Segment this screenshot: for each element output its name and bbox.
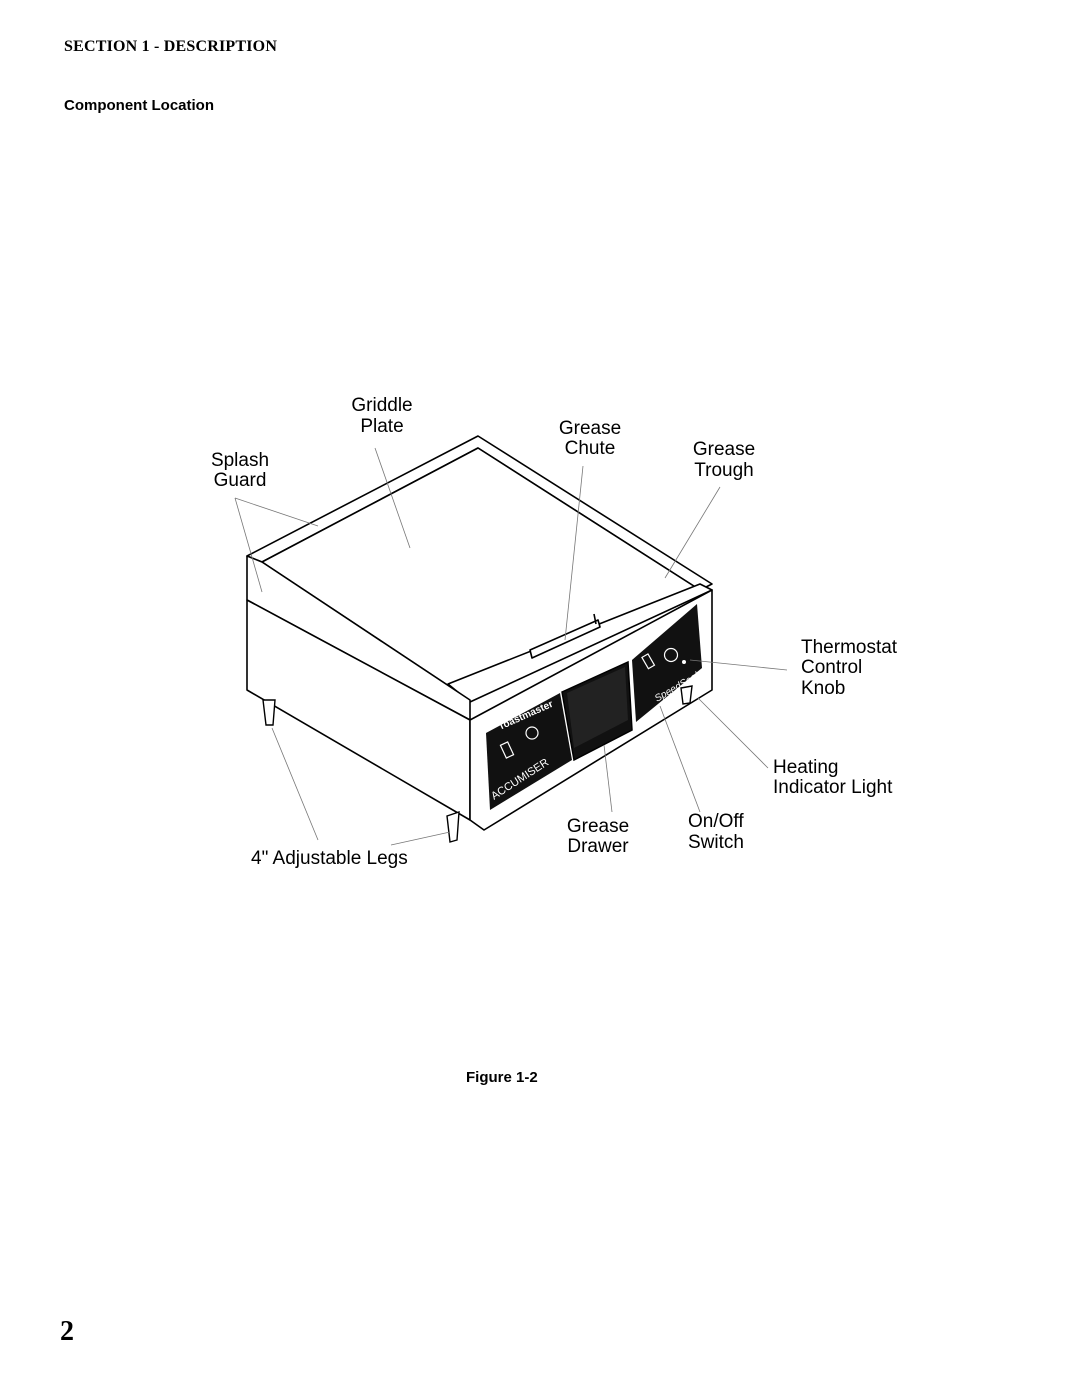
heating-indicator-light [682, 660, 686, 664]
label-grease-chute-2: Chute [565, 438, 616, 459]
leg-back-left [262, 699, 276, 726]
thermostat-knob-right[interactable] [663, 647, 679, 663]
label-adjustable-legs: 4" Adjustable Legs [251, 848, 408, 869]
label-grease-chute: Grease [559, 418, 621, 439]
label-heating-light: Heating [773, 757, 839, 778]
label-splash-guard: Splash [211, 450, 269, 471]
splash-guard-side [246, 555, 471, 721]
label-heating-light-2: Indicator Light [773, 777, 893, 798]
subsection-title: Component Location [64, 97, 214, 114]
label-on-off-switch: On/Off [688, 811, 744, 832]
label-thermostat-3: Knob [801, 678, 845, 699]
on-off-switch-left[interactable] [499, 741, 515, 759]
label-grease-drawer: Grease [567, 816, 629, 837]
control-panel-left [486, 693, 572, 810]
label-grease-drawer-2: Drawer [567, 836, 629, 857]
thermostat-knob-left[interactable] [525, 726, 539, 740]
label-griddle-plate-2: Plate [360, 416, 403, 437]
control-panel-right [632, 604, 702, 722]
label-grease-trough-2: Trough [694, 460, 754, 481]
leg-front-left [446, 811, 460, 843]
label-splash-guard-2: Guard [214, 470, 267, 491]
label-grease-trough: Grease [693, 439, 755, 460]
page-number: 2 [60, 1316, 74, 1347]
leg-back-right [680, 685, 693, 705]
label-on-off-switch-2: Switch [688, 832, 744, 853]
figure-caption: Figure 1-2 [466, 1069, 538, 1086]
label-griddle-plate: Griddle [351, 395, 412, 416]
on-off-switch-right[interactable] [641, 653, 656, 670]
label-thermostat-2: Control [801, 657, 862, 678]
label-thermostat: Thermostat [801, 637, 898, 658]
section-title: SECTION 1 - DESCRIPTION [64, 38, 278, 55]
grease-drawer-face [567, 667, 628, 748]
